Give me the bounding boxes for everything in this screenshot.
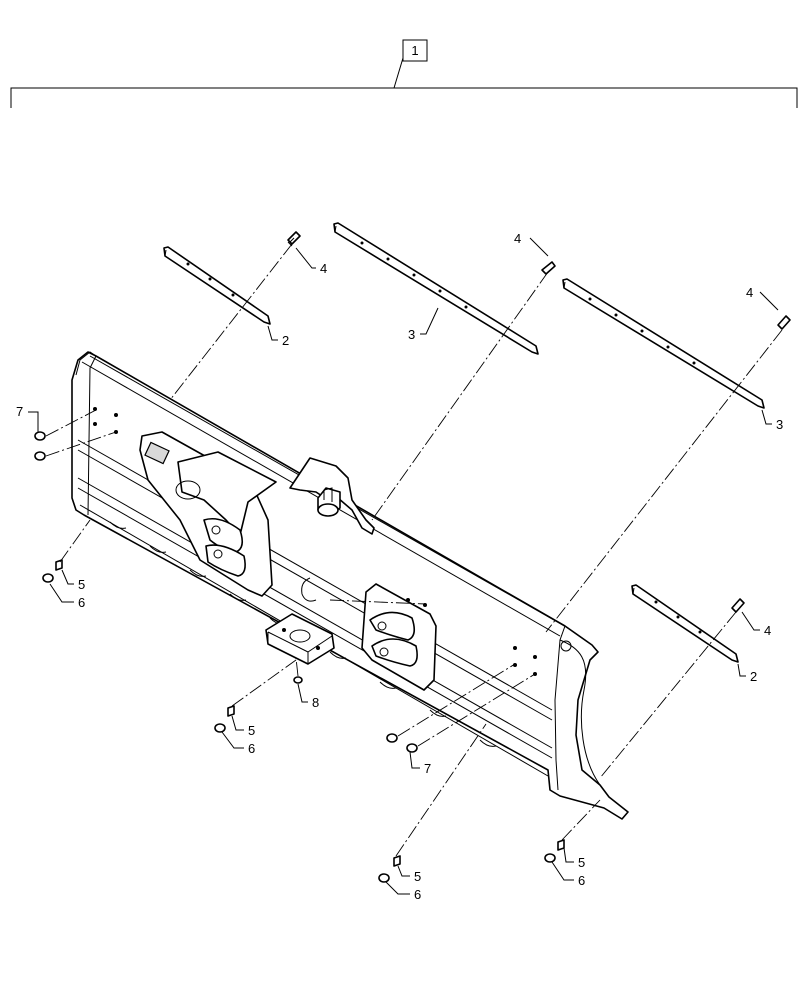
nut-washer-d: [544, 839, 565, 863]
cutting-edge-left: [163, 246, 271, 325]
callout-label: 8: [312, 695, 319, 710]
callout-label: 6: [414, 887, 421, 902]
cutting-edge-center: [333, 222, 539, 355]
cutting-edge-right-upper: [562, 278, 765, 409]
bolt-4-b: [541, 261, 556, 275]
bolt-8: [293, 676, 303, 684]
bolt-4-a: [287, 231, 301, 247]
callout-label: 4: [320, 261, 327, 276]
callout-label: 4: [746, 285, 753, 300]
callout-label: 3: [408, 327, 415, 342]
callout-label: 7: [424, 761, 431, 776]
callout-label: 5: [414, 869, 421, 884]
bolt-7-b: [386, 733, 418, 753]
assembly-bracket: 1: [10, 39, 798, 108]
nut-washer-b: [214, 705, 235, 733]
callout-label: 5: [248, 723, 255, 738]
callout-label: 6: [248, 741, 255, 756]
callout-label: 4: [764, 623, 771, 638]
bolt-7-a: [34, 431, 46, 461]
callout-label: 6: [78, 595, 85, 610]
callout-label: 4: [514, 231, 521, 246]
dozer-blade: [71, 351, 629, 820]
nut-washer-a: [42, 559, 63, 583]
callout-label: 6: [578, 873, 585, 888]
leader-lines: [28, 237, 779, 895]
callout-label: 5: [578, 855, 585, 870]
callout-label: 5: [78, 577, 85, 592]
callout-label: 3: [776, 417, 783, 432]
callout-labels: 4 2 4 3 4 3 7 5 6 4 2 8 5 6 7 5 6 5 6: [16, 231, 783, 902]
callout-label: 2: [750, 669, 757, 684]
assembly-callout-1: 1: [411, 43, 418, 58]
bolt-4-d: [731, 598, 745, 613]
cutting-edge-right-lower: [631, 584, 739, 663]
nut-washer-c: [378, 855, 401, 883]
bolt-4-c: [777, 315, 791, 330]
callout-label: 7: [16, 404, 23, 419]
assembly-centerlines: [45, 243, 783, 857]
callout-label: 2: [282, 333, 289, 348]
